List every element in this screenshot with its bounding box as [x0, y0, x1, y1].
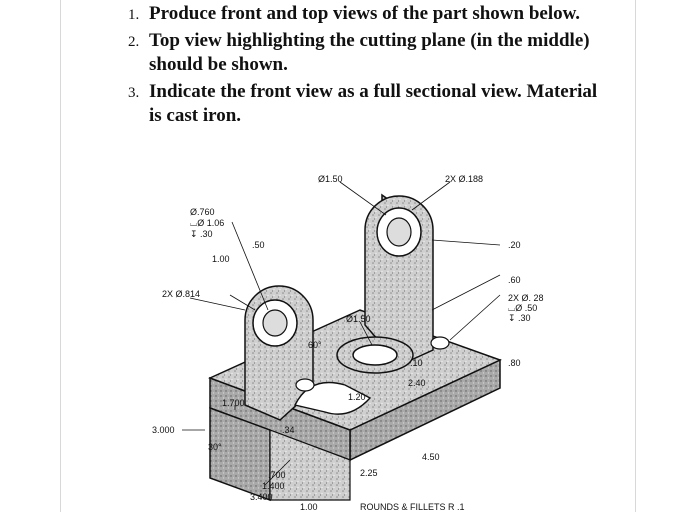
leader-lines	[182, 181, 501, 486]
dim-100-bottom: 1.00	[300, 502, 318, 512]
dim-2x-dia-188: 2X Ø.188	[445, 174, 483, 184]
left-bore-hole	[262, 309, 288, 337]
dim-450: 4.50	[422, 452, 440, 462]
instruction-number: 2.	[128, 34, 140, 50]
dim-225: 2.25	[360, 468, 378, 478]
dim-1400: 1.400	[262, 481, 285, 491]
instruction-text: Indicate the front view as a full sectio…	[149, 81, 598, 126]
instruction-item: 3. Indicate the front view as a full sec…	[128, 80, 608, 128]
dim-60-deg: 60°	[308, 340, 322, 350]
rounds-fillets-note: ROUNDS & FILLETS R .1	[360, 502, 465, 512]
dim-80: .80	[508, 358, 521, 368]
dim-700: .700	[268, 470, 286, 480]
dim-60: .60	[508, 275, 521, 285]
dim-3400: 3.400	[250, 492, 273, 502]
dim-3000: 3.000	[152, 425, 175, 435]
dim-cbore-106: ⌴Ø 1.06	[190, 218, 224, 228]
instruction-number: 3.	[128, 85, 140, 101]
dim-120: 1.20	[348, 392, 366, 402]
page-border-right	[635, 0, 636, 512]
small-hole-right	[430, 336, 450, 350]
right-bore-hole	[386, 217, 412, 247]
isometric-part-drawing: Ø1.50 2X Ø.188 Ø.760 ⌴Ø 1.06 ↧ .30 .50 .…	[152, 174, 544, 512]
instruction-item: 2. Top view highlighting the cutting pla…	[128, 29, 608, 77]
dim-100: 1.00	[212, 254, 230, 264]
dim-2x-dia-28: 2X Ø. 28	[508, 293, 544, 303]
center-hole	[352, 344, 398, 366]
dim-dia-150-mid: Ø1.50	[346, 314, 371, 324]
instruction-number: 1.	[128, 7, 140, 23]
dim-cbore-50: ⌴Ø .50	[508, 303, 537, 313]
dim-50: .50	[252, 240, 265, 250]
dim-34: .34	[282, 425, 295, 435]
dim-20: .20	[508, 240, 521, 250]
instruction-text: Produce front and top views of the part …	[149, 3, 581, 24]
dim-10: .10	[410, 358, 423, 368]
dim-2x-dia-814: 2X Ø.814	[162, 289, 200, 299]
dim-dia-760: Ø.760	[190, 207, 215, 217]
dim-30-deg: 30°	[208, 442, 222, 452]
dim-dia-150-top: Ø1.50	[318, 174, 343, 184]
instruction-list: 1. Produce front and top views of the pa…	[128, 2, 608, 131]
dim-240: 2.40	[408, 378, 426, 388]
small-hole-left	[295, 378, 315, 392]
instruction-item: 1. Produce front and top views of the pa…	[128, 2, 608, 26]
dim-1700: 1.700	[222, 398, 245, 408]
front-leg-side	[269, 429, 351, 501]
dim-depth-30: ↧ .30	[190, 229, 213, 239]
dim-depth-30b: ↧ .30	[508, 313, 531, 323]
instruction-text: Top view highlighting the cutting plane …	[149, 30, 590, 75]
page-border-left	[60, 0, 61, 512]
